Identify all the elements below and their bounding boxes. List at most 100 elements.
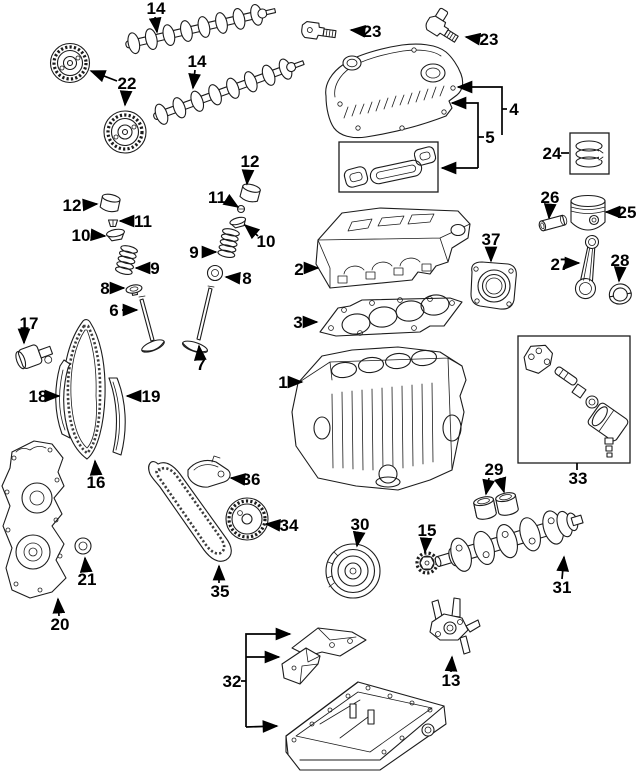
callout-29-33: 29: [482, 460, 507, 496]
callout-label-6: 6: [109, 301, 118, 320]
main-bearing-b: [495, 492, 519, 516]
callout-37-26: 37: [482, 230, 501, 263]
callout-label-33: 33: [569, 469, 588, 488]
valve-keeper-right: [236, 204, 246, 214]
piston-ring-set: [569, 132, 610, 175]
leader-line: [229, 473, 246, 486]
spring-retainer-right: [229, 216, 247, 229]
camshaft-position-sensor-left: [301, 21, 337, 40]
callout-label-9: 9: [189, 243, 198, 262]
callout-17-17: 17: [17, 314, 39, 345]
callout-label-27: 27: [551, 255, 570, 274]
callout-26-28: 26: [541, 188, 559, 220]
callout-23-4: 23: [464, 30, 498, 49]
callout-34-39: 34: [264, 516, 299, 535]
valve-keeper-left: [107, 219, 119, 228]
callout-label-5: 5: [485, 128, 494, 147]
callout-label-4: 4: [509, 100, 519, 119]
camshaft-intake: [153, 58, 305, 125]
piston: [570, 194, 606, 231]
head-gasket: [319, 294, 463, 337]
engine-block: [291, 346, 467, 491]
leader-line: [241, 169, 255, 186]
oil-pump-chain: [148, 461, 232, 562]
callout-8-15: 8: [224, 269, 252, 288]
callout-label-21: 21: [78, 570, 97, 589]
leader-line: [79, 556, 93, 573]
callout-33-32: 33: [569, 463, 588, 488]
valve-cover: [325, 43, 464, 139]
leader-line: [222, 193, 240, 208]
leader-line: [52, 597, 66, 617]
leader-line: [82, 198, 99, 212]
camshaft-exhaust: [125, 4, 277, 55]
crankshaft-front-seal: [74, 537, 92, 555]
leader-line: [264, 518, 281, 532]
callout-label-22: 22: [118, 74, 137, 93]
front-cover: [1, 440, 67, 599]
rear-main-seal: [470, 261, 517, 310]
leader-line: [543, 203, 557, 220]
callout-label-37: 37: [482, 230, 501, 249]
callout-label-29: 29: [485, 460, 504, 479]
callout-label-2: 2: [294, 260, 303, 279]
leader-line: [493, 476, 507, 494]
callout-13-43: 13: [442, 655, 461, 690]
leader-line: [456, 80, 503, 135]
chain-tensioner: [15, 344, 54, 370]
camshaft-phaser-gear-exhaust: [49, 42, 91, 84]
callout-12-5: 12: [63, 196, 99, 215]
callout-label-7: 7: [196, 355, 205, 374]
leader-line: [90, 228, 107, 242]
rod-bearing: [608, 283, 632, 305]
callout-label-31: 31: [553, 578, 572, 597]
leader-line: [450, 96, 479, 168]
callout-8-9: 8: [100, 279, 126, 298]
callout-label-11: 11: [208, 188, 226, 207]
callout-label-18: 18: [29, 387, 48, 406]
callout-32-42: 32: [223, 627, 292, 733]
leader-line: [556, 555, 570, 580]
cylinder-head: [315, 207, 471, 289]
oil-pump-chain-guide: [187, 455, 231, 488]
oil-pump-sprocket: [225, 497, 269, 541]
leader-line: [444, 655, 458, 673]
callout-1-23: 1: [278, 373, 304, 392]
callout-label-1: 1: [278, 373, 287, 392]
callout-19-19: 19: [125, 387, 160, 406]
callout-label-12: 12: [63, 196, 82, 215]
callout-label-14: 14: [188, 52, 207, 71]
callout-label-13: 13: [442, 671, 461, 690]
camshaft-position-sensor-right: [425, 7, 459, 43]
valve-spring-right: [217, 228, 240, 258]
chain-guide-right: [108, 377, 126, 456]
spring-retainer-left: [106, 228, 125, 242]
callout-31-36: 31: [553, 555, 572, 597]
leader-line: [349, 24, 366, 38]
leader-line: [193, 344, 207, 361]
leader-line: [89, 70, 118, 83]
callout-label-17: 17: [20, 314, 39, 333]
piston-pin: [538, 214, 568, 232]
callout-23-3: 23: [349, 22, 381, 41]
leader-line: [482, 477, 495, 496]
valve-seal-right: [206, 264, 224, 282]
leader-line: [119, 90, 133, 107]
callout-27-30: 27: [551, 255, 581, 274]
callout-4-24: 4: [456, 80, 519, 135]
callout-9-8: 9: [134, 259, 160, 278]
callout-label-9: 9: [150, 259, 159, 278]
callout-label-8: 8: [100, 279, 109, 298]
callout-5-25: 5: [440, 96, 495, 175]
callout-35-37: 35: [211, 564, 229, 601]
callout-label-30: 30: [351, 515, 370, 534]
callout-15-35: 15: [418, 521, 436, 554]
leader-line: [243, 223, 261, 240]
callout-label-20: 20: [51, 615, 70, 634]
valve-cover-gasket-set: [338, 141, 439, 193]
callout-28-31: 28: [611, 251, 629, 283]
callout-11-12: 11: [208, 188, 240, 208]
callout-24-27: 24: [543, 144, 569, 163]
callout-label-10: 10: [257, 232, 276, 251]
